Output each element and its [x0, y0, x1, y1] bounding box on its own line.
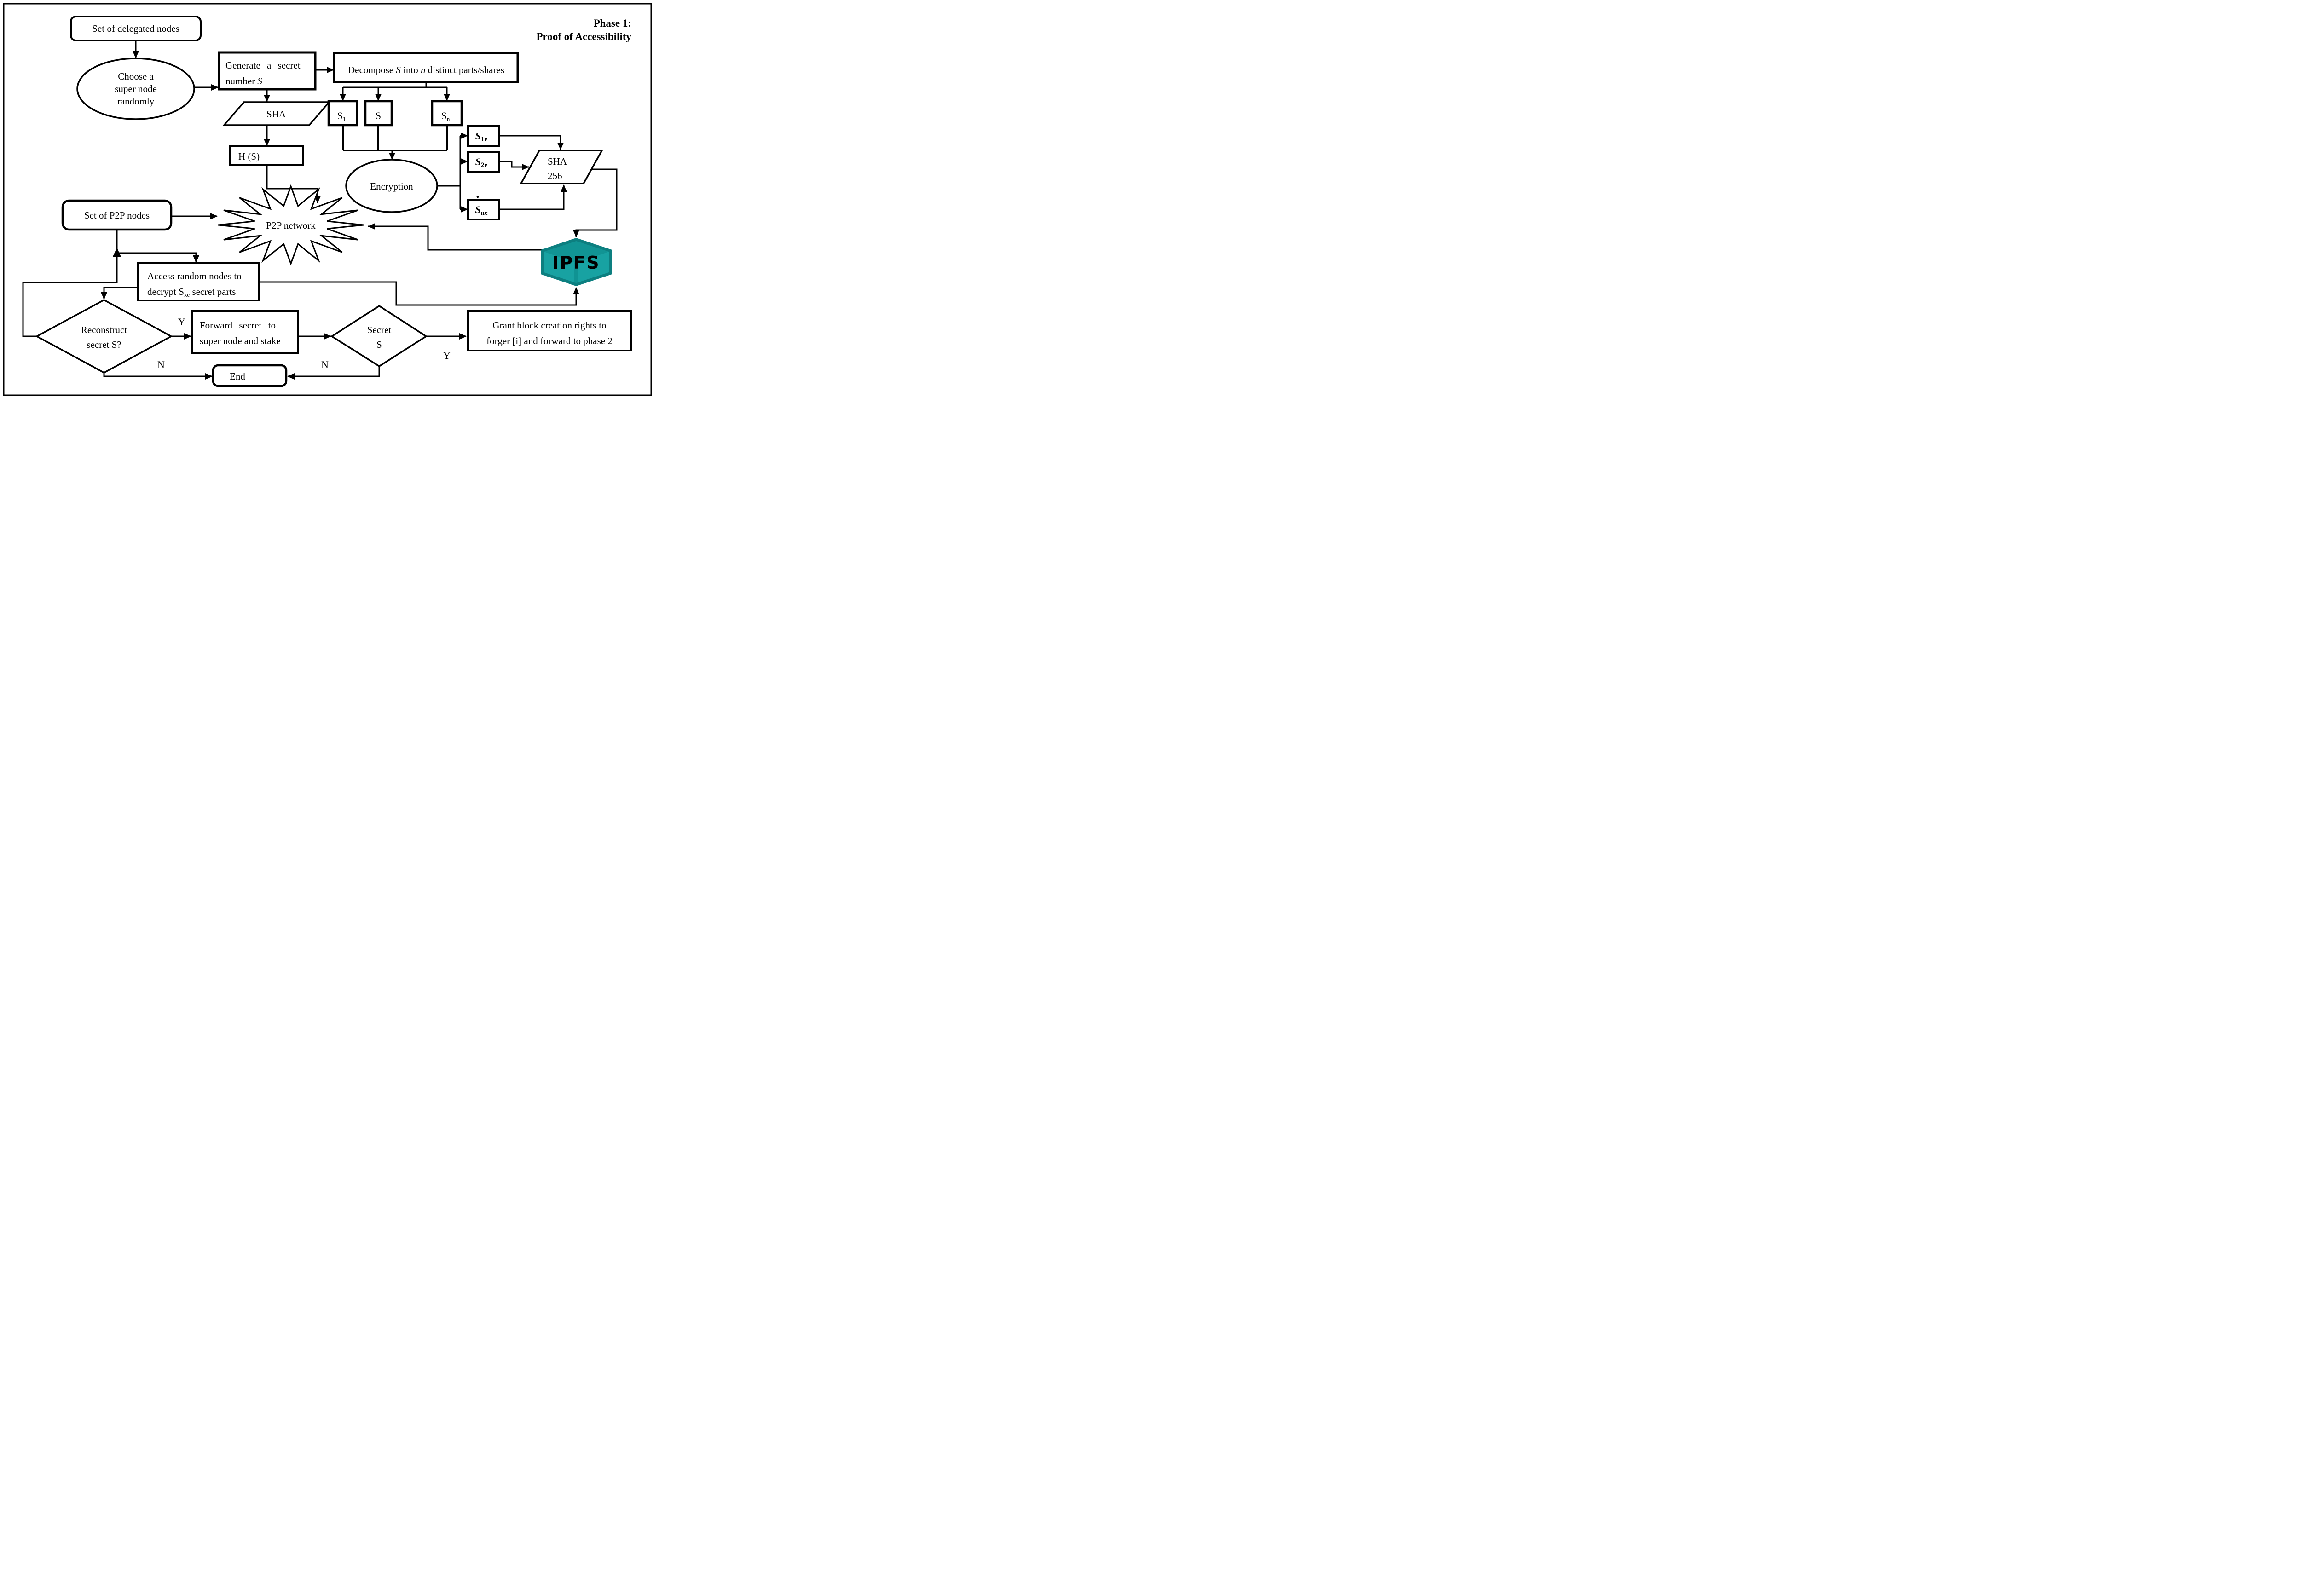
node-p2p-network: P2P network [218, 184, 364, 266]
reconstruct-line1: Reconstruct [81, 324, 127, 335]
sn-label: Sn [441, 110, 450, 122]
node-decompose: Decompose S into n distinct parts/shares [333, 52, 519, 83]
hs-label: H (S) [238, 151, 260, 162]
sha256-line1: SHA [548, 156, 567, 167]
edge-encryption-trunk [437, 136, 461, 209]
sne-label: Sne [475, 204, 488, 217]
node-hs: H (S) [229, 145, 304, 166]
node-s1e: S1e [467, 125, 500, 147]
sha-label: SHA [266, 109, 286, 120]
phase-title-line2: Proof of Accessibility [536, 31, 631, 42]
edge-loop-to-access [117, 252, 199, 263]
node-end: End [212, 364, 288, 387]
p2p-network-star [218, 184, 364, 266]
edge-reconstruct-no-to-end [103, 373, 213, 380]
node-access-random: Access random nodes to decrypt Ske secre… [137, 262, 260, 301]
decompose-label: Decompose S into n distinct parts/shares [348, 64, 504, 75]
edge-access-to-ipfs [259, 281, 579, 306]
node-s: S [364, 100, 393, 127]
choose-line3: randomly [117, 96, 155, 107]
node-secret-decision: Secret S [330, 305, 428, 368]
edge-secret-no-to-end [287, 366, 380, 380]
phase-title-line1: Phase 1: [594, 17, 631, 29]
edge-loop-to-p2pnodes [22, 230, 118, 337]
edge-sne-to-sha256 [499, 184, 567, 210]
label-secret-no: N [321, 359, 329, 370]
delegated-label: Set of delegated nodes [92, 23, 179, 34]
forward-line1: Forward secret to [200, 320, 276, 331]
access-line2: decrypt Ske secret parts [147, 286, 236, 298]
edge-sha256-to-ipfs [573, 168, 618, 237]
s1-label: S1 [337, 110, 346, 122]
encryption-label: Encryption [370, 181, 413, 192]
choose-line1: Choose a [118, 71, 154, 82]
generate-line2: number S [225, 75, 262, 86]
grant-line1: Grant block creation rights to [492, 320, 606, 331]
up-arrowhead-loop [113, 248, 121, 257]
ipfs-front-edge [574, 263, 578, 283]
node-s2e: S2e [467, 151, 500, 173]
node-generate-secret: Generate a secret number S [218, 51, 317, 91]
p2pnodes-label: Set of P2P nodes [84, 210, 150, 221]
node-s1: S1 [327, 100, 358, 127]
node-forward-secret: Forward secret to super node and stake [191, 310, 299, 354]
flowchart-canvas: Set of delegated nodes Choose a super no… [3, 3, 652, 396]
s-label: S [376, 110, 381, 121]
node-grant-rights: Grant block creation rights to forger [i… [467, 310, 632, 351]
ipfs-top-face [544, 241, 609, 263]
edge-ipfs-to-p2pnetwork [368, 223, 542, 251]
edge-s1e-to-sha256 [499, 135, 564, 150]
label-reconstruct-no: N [157, 359, 165, 370]
p2pnetwork-label: P2P network [266, 220, 316, 231]
edges [22, 40, 618, 380]
reconstruct-line2: secret S? [87, 339, 121, 350]
end-label: End [230, 371, 245, 382]
generate-line1: Generate a secret [225, 60, 301, 71]
node-encryption: Encryption [345, 159, 438, 213]
s2e-label: S2e [475, 156, 488, 169]
grant-line2: forger [i] and forward to phase 2 [486, 335, 613, 346]
choose-line2: super node [115, 83, 157, 94]
forward-line2: super node and stake [200, 335, 281, 346]
node-set-of-delegated-nodes: Set of delegated nodes [70, 16, 202, 41]
label-secret-yes: Y [443, 350, 451, 361]
node-sha: SHA [222, 101, 331, 126]
flowchart-page: Set of delegated nodes Choose a super no… [0, 0, 655, 399]
node-sne: Sne [467, 199, 500, 220]
edge-s2e-to-sha256 [499, 161, 529, 170]
ellipsis-dot: . [476, 186, 480, 201]
secret-line1: Secret [367, 324, 392, 335]
node-choose-super-node: Choose a super node randomly [76, 58, 195, 120]
secret-line2: S [376, 339, 382, 350]
s1e-label: S1e [475, 130, 488, 143]
edge-sparts-join [342, 125, 448, 151]
node-reconstruct-decision: Reconstruct secret S? [35, 299, 173, 374]
access-line1: Access random nodes to [147, 271, 242, 282]
node-sn: Sn [431, 100, 463, 127]
label-reconstruct-yes: Y [178, 316, 185, 328]
sha256-line2: 256 [548, 170, 562, 181]
node-sha256: SHA 256 [520, 150, 603, 184]
edge-access-to-reconstruct [101, 287, 138, 300]
node-set-of-p2p-nodes: Set of P2P nodes [61, 199, 173, 231]
ipfs-logo-icon: IPFS [541, 238, 612, 286]
ipfs-label: IPFS [552, 253, 600, 273]
